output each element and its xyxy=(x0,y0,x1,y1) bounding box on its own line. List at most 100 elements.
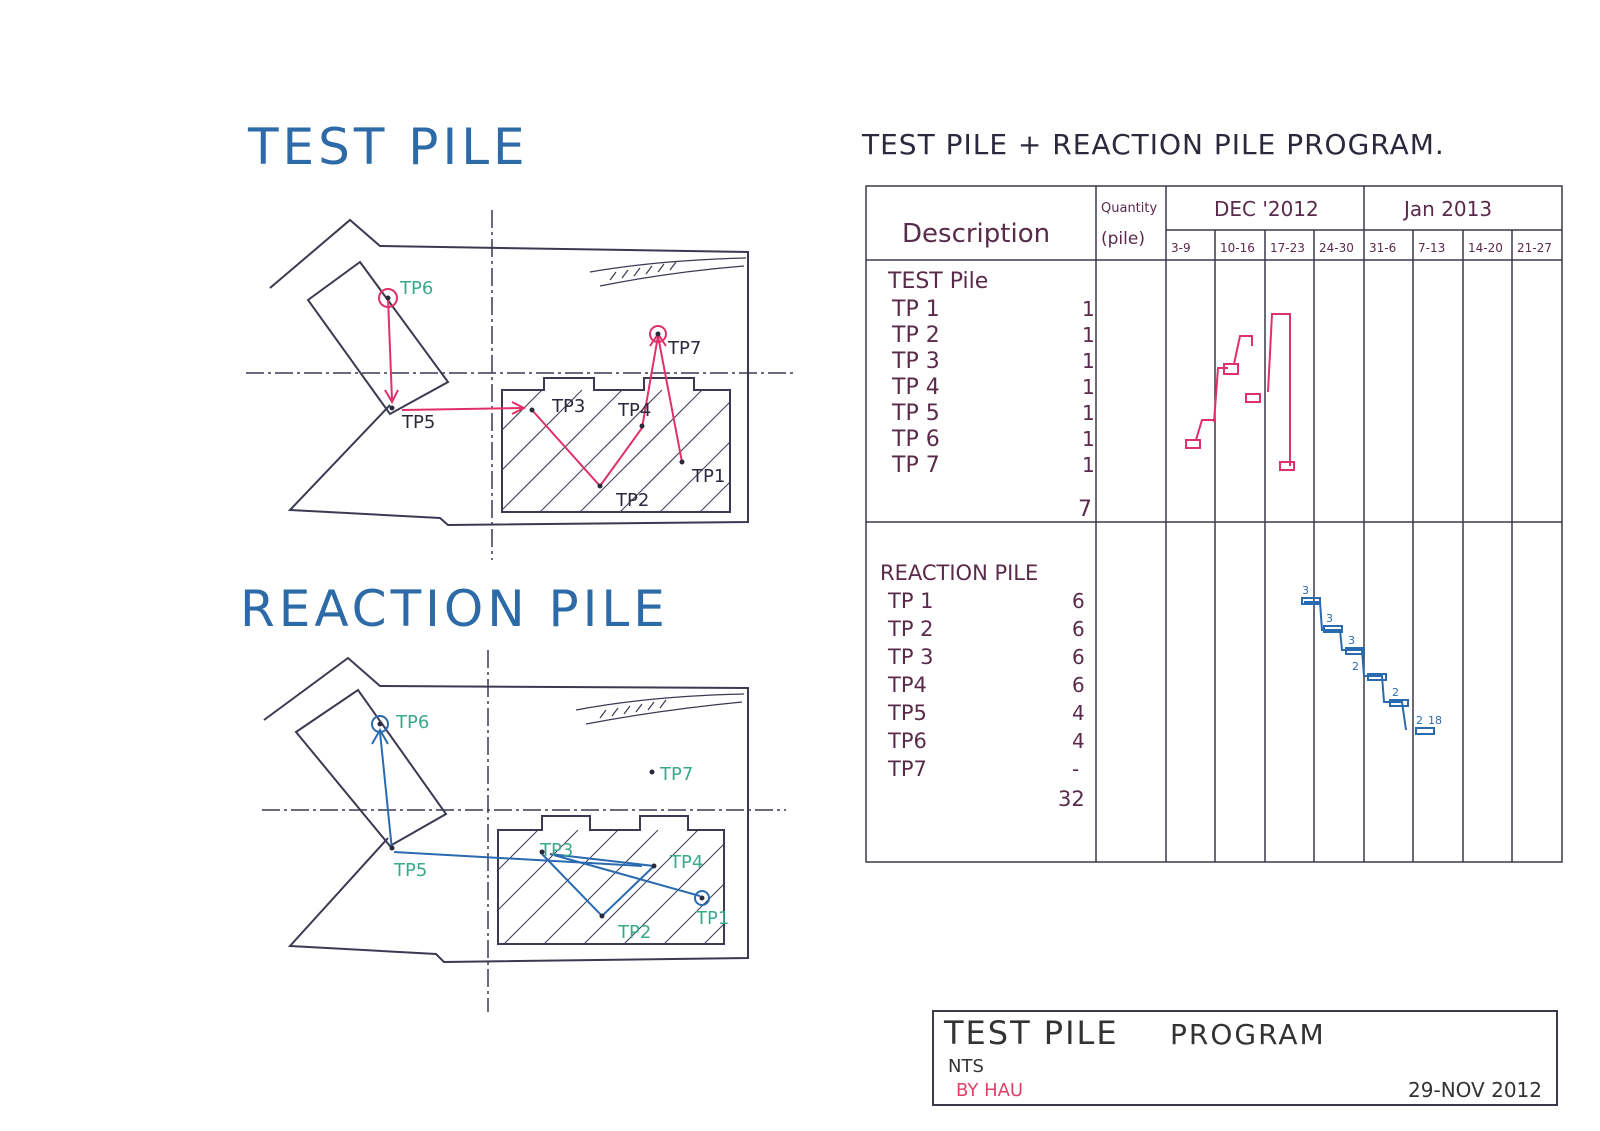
test-row-name: TP 4 xyxy=(891,375,940,400)
label-tp6: TP6 xyxy=(395,712,429,733)
week-label: 21-27 xyxy=(1517,241,1552,255)
inner-rectangle xyxy=(294,688,448,848)
test-bar-tp4 xyxy=(1245,393,1261,403)
reaction-section-heading: REACTION PILE xyxy=(880,561,1038,585)
test-row-name: TP 3 xyxy=(891,349,940,374)
label-tp3: TP3 xyxy=(551,396,585,417)
title-block: TEST PILE PROGRAM NTS BY HAU 29-NOV 2012 xyxy=(932,1010,1558,1106)
label-tp5: TP5 xyxy=(401,412,435,433)
test-total: 7 xyxy=(1078,497,1092,522)
test-sequence-path xyxy=(378,288,683,488)
drain-feature xyxy=(589,257,747,287)
label-tp2: TP2 xyxy=(617,922,651,943)
site-outline xyxy=(263,656,749,964)
label-tp7: TP7 xyxy=(659,764,693,785)
week-label: 10-16 xyxy=(1220,241,1255,255)
reaction-row-qty: - xyxy=(1072,757,1079,781)
reaction-bar-label: 2 xyxy=(1392,686,1399,699)
label-tp1: TP1 xyxy=(691,466,725,487)
test-bar-tp6 xyxy=(1185,439,1201,449)
pile-points xyxy=(385,295,685,489)
test-row-name: TP 5 xyxy=(891,401,940,426)
test-row-qty: 1 xyxy=(1082,297,1095,321)
label-tp4: TP4 xyxy=(617,400,651,421)
reaction-row-qty: 4 xyxy=(1072,701,1085,725)
program-title: TEST PILE + REACTION PILE PROGRAM. xyxy=(862,128,1445,161)
test-bar-tp2 xyxy=(1233,335,1253,365)
reaction-pile-plan: TP6 TP7 TP5 TP3 TP4 TP1 TP2 xyxy=(262,650,786,1012)
pile-points xyxy=(377,721,705,919)
label-tp3: TP3 xyxy=(539,840,573,861)
reaction-row-qty: 6 xyxy=(1072,645,1085,669)
test-pile-title: TEST PILE xyxy=(248,118,529,176)
reaction-bar-label: 3 xyxy=(1326,612,1333,625)
label-tp7: TP7 xyxy=(667,338,701,359)
schedule-table: Description Quantity (pile) DEC '2012 Ja… xyxy=(865,185,1563,863)
week-label: 24-30 xyxy=(1319,241,1354,255)
reaction-row-name: TP 1 xyxy=(887,589,934,613)
reaction-bar-label: 18 xyxy=(1428,714,1442,727)
reaction-bar-label: 3 xyxy=(1348,634,1355,647)
header-description: Description xyxy=(902,219,1050,249)
week-label: 31-6 xyxy=(1369,241,1396,255)
title-block-author: BY HAU xyxy=(956,1080,1024,1101)
label-tp4: TP4 xyxy=(669,852,703,873)
label-tp2: TP2 xyxy=(615,490,649,511)
reaction-row-name: TP5 xyxy=(887,701,927,725)
title-block-title: TEST PILE xyxy=(944,1014,1119,1052)
reaction-row-name: TP7 xyxy=(887,757,927,781)
test-row-qty: 1 xyxy=(1082,375,1095,399)
test-bar-tp3 xyxy=(1223,363,1239,375)
centre-lines xyxy=(262,650,786,1012)
reaction-row-qty: 6 xyxy=(1072,673,1085,697)
reaction-row-qty: 4 xyxy=(1072,729,1085,753)
inner-rectangle xyxy=(306,260,450,416)
title-block-scale: NTS xyxy=(948,1056,984,1077)
test-row-name: TP 1 xyxy=(891,297,940,322)
test-row-qty: 1 xyxy=(1082,323,1095,347)
hatch-lines xyxy=(497,829,725,945)
label-tp1: TP1 xyxy=(695,908,729,929)
test-bars xyxy=(1185,313,1295,471)
test-pile-plan: TP6 TP7 TP5 TP3 TP4 TP1 TP2 xyxy=(246,210,796,560)
reaction-row-name: TP 2 xyxy=(887,617,934,641)
centre-lines xyxy=(246,210,796,560)
test-row-name: TP 7 xyxy=(891,453,940,478)
title-block-date: 29-NOV 2012 xyxy=(1408,1078,1542,1102)
test-row-qty: 1 xyxy=(1082,427,1095,451)
hatched-block xyxy=(497,815,725,945)
site-outline xyxy=(269,218,749,527)
header-month-dec: DEC '2012 xyxy=(1214,197,1319,221)
reaction-row-qty: 6 xyxy=(1072,617,1085,641)
test-bar-tp5-link xyxy=(1195,419,1216,441)
test-row-qty: 1 xyxy=(1082,453,1095,477)
drain-feature xyxy=(575,693,745,725)
reaction-bars xyxy=(1301,597,1435,735)
reaction-bar-label: 2 xyxy=(1352,660,1359,673)
test-row-qty: 1 xyxy=(1082,349,1095,373)
header-month-jan: Jan 2013 xyxy=(1402,197,1492,221)
test-bar-tp2-link xyxy=(1213,367,1228,423)
reaction-bar-label: 3 xyxy=(1302,584,1309,597)
week-label: 14-20 xyxy=(1468,241,1503,255)
week-label: 3-9 xyxy=(1171,241,1191,255)
hatch-lines xyxy=(501,389,731,513)
reaction-pile-title: REACTION PILE xyxy=(240,580,669,638)
test-section-heading: TEST Pile xyxy=(887,269,988,294)
table-grid xyxy=(865,185,1563,863)
reaction-row-name: TP6 xyxy=(887,729,927,753)
reaction-bar-label: 2 xyxy=(1416,714,1423,727)
test-row-name: TP 2 xyxy=(891,323,940,348)
test-bar-tp7 xyxy=(1279,461,1295,471)
header-pile: (pile) xyxy=(1101,229,1145,249)
test-row-name: TP 6 xyxy=(891,427,940,452)
reaction-row-name: TP4 xyxy=(887,673,927,697)
reaction-row-name: TP 3 xyxy=(887,645,934,669)
title-block-program: PROGRAM xyxy=(1170,1018,1326,1051)
label-tp5: TP5 xyxy=(393,860,427,881)
label-tp6: TP6 xyxy=(399,278,433,299)
header-quantity: Quantity xyxy=(1101,201,1157,216)
test-row-qty: 1 xyxy=(1082,401,1095,425)
hatched-block xyxy=(501,377,731,513)
reaction-row-qty: 6 xyxy=(1072,589,1085,613)
